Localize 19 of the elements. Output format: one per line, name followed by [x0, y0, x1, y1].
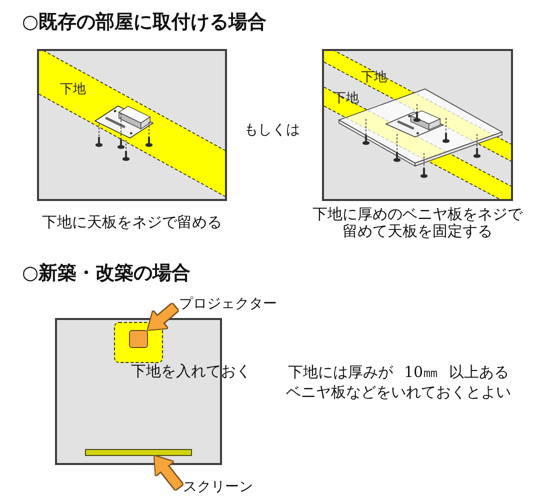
- strip-label: 下地: [333, 92, 359, 106]
- section-heading: ○新築・改築の場合: [22, 262, 192, 284]
- note-text: 下地には厚みが 10㎜ 以上あるベニヤ板などをいれておくとよい: [285, 362, 512, 402]
- or-text: もしくは: [244, 122, 301, 138]
- strip-label: 下地: [60, 83, 86, 97]
- projector-symbol: [129, 330, 148, 348]
- panel-caption: 下地に天板をネジで留める: [41, 213, 223, 231]
- backing-note: 下地を入れておく: [131, 363, 252, 379]
- block-arrow: [154, 456, 183, 490]
- backing-area: [114, 322, 163, 363]
- screen-bar: [85, 449, 192, 456]
- block-arrow: [148, 304, 178, 330]
- panel-caption: 下地に厚めのベニヤ板をネジで留めて天板を固定する: [312, 206, 524, 240]
- callout-label: スクリーン: [179, 479, 257, 495]
- callout-label: プロジェクター: [175, 296, 281, 312]
- ceiling-panel: [322, 49, 513, 201]
- strip-label: 下地: [361, 71, 387, 85]
- ceiling-panel: [55, 318, 222, 465]
- section-heading: ○既存の部屋に取付ける場合: [22, 11, 268, 33]
